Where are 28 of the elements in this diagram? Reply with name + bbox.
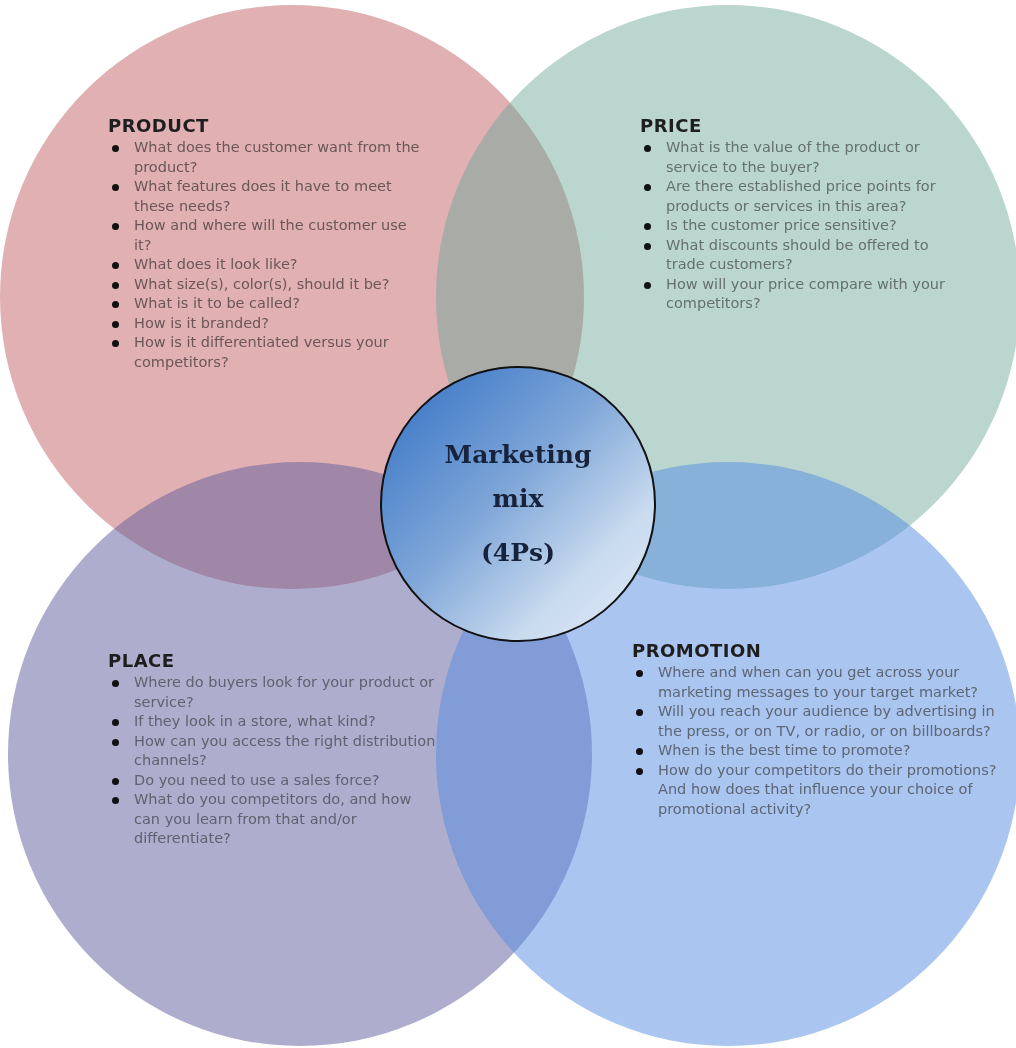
bullet-point-text: What is it to be called?	[108, 294, 428, 314]
bullet-point-text: What discounts should be offered to trade customers?	[640, 235, 970, 275]
bullet-point-text: Is the customer price sensitive?	[640, 216, 970, 236]
section-heading: PRICE	[640, 115, 702, 136]
bullet-point-text: What do you competitors do, and how can you learn from that and/or differentiate?	[108, 790, 438, 849]
bullet-point-text: Do you need to use a sales force?	[108, 770, 438, 790]
bullet-point-text: Where and when can you get across your marketing messages to your target market?	[632, 663, 1012, 702]
bullet-point-text: If they look in a store, what kind?	[108, 712, 438, 732]
section-heading: PROMOTION	[632, 640, 762, 661]
section-heading: PLACE	[108, 650, 175, 671]
center-title: (4Ps)	[481, 537, 555, 569]
bullet-point-text: How can you access the right distribution channels?	[108, 731, 438, 771]
bullet-point-text: How is it branded?	[108, 313, 428, 333]
bullet-point-text: Will you reach your audience by advertising in the press, or on TV, or radio, or on billboards?	[632, 702, 1012, 741]
bullet-point-text: Where do buyers look for your product or service?	[108, 673, 438, 712]
section-heading: PRODUCT	[108, 115, 209, 136]
bullet-point-text: What features does it have to meet these needs?	[108, 177, 428, 216]
bullet-point-text: How will your price compare with your competitors?	[640, 274, 970, 314]
bullet-point-text: What does it look like?	[108, 255, 428, 275]
bullet-point-text: How is it differentiated versus your competitors?	[108, 333, 428, 372]
bullet-point-text: What size(s), color(s), should it be?	[108, 274, 428, 294]
bullet-point-text: What does the customer want from the product?	[108, 138, 428, 177]
bullet-point-text: Are there established price points for products or services in this area?	[640, 177, 970, 216]
bullet-point-text: How and where will the customer use it?	[108, 216, 428, 255]
bullet-point-text: What is the value of the product or service to the buyer?	[640, 138, 970, 177]
bullet-point-text: How do your competitors do their promotions? And how does that influence your choice of promotional activity?	[632, 760, 1012, 819]
center-title: Marketing mix	[443, 439, 593, 515]
bullet-point-text: When is the best time to promote?	[632, 741, 1012, 761]
